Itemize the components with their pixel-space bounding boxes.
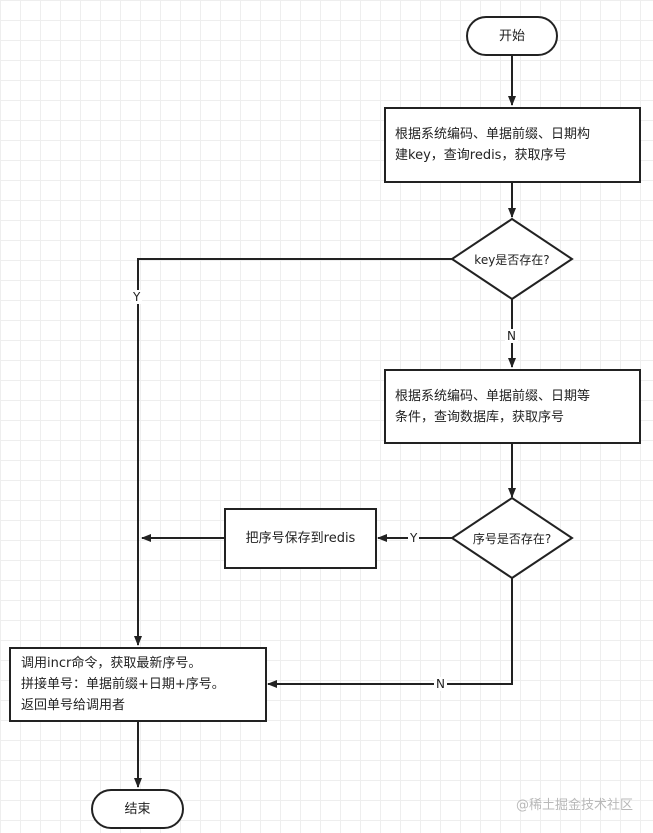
key-exists-label: key是否存在? [474,253,550,267]
edge-label-seq-no: N [434,677,447,691]
query-db-process: 根据系统编码、单据前缀、日期等 条件，查询数据库，获取序号 [384,369,641,444]
incr-line-1: 调用incr命令，获取最新序号。 [21,656,202,671]
watermark-text: @稀土掘金技术社区 [515,798,633,813]
edge-label-key-no: N [505,329,518,343]
edge-label-seq-yes: Y [408,531,420,545]
end-node: 结束 [91,789,184,829]
incr-process: 调用incr命令，获取最新序号。 拼接单号：单据前缀+日期+序号。 返回单号给调… [9,647,267,722]
build-key-line-2: 建key，查询redis，获取序号 [395,148,567,163]
incr-line-2: 拼接单号：单据前缀+日期+序号。 [21,677,225,692]
seq-exists-label: 序号是否存在? [472,532,552,546]
edge-key-exists-yes [134,258,452,646]
save-redis-process: 把序号保存到redis [224,508,377,569]
build-key-line-1: 根据系统编码、单据前缀、日期构 [395,127,591,142]
query-db-line-2: 条件，查询数据库，获取序号 [395,409,565,425]
decision-diamond-key-exists [450,217,574,301]
decision-diamond-seq-exists [450,496,574,580]
edge-seq-exists-no [267,578,513,688]
query-db-line-1: 根据系统编码、单据前缀、日期等 [395,388,591,404]
build-key-process: 根据系统编码、单据前缀、日期构 建key，查询redis，获取序号 [384,107,641,183]
start-label: 开始 [498,28,525,44]
incr-line-3: 返回单号给调用者 [21,698,126,713]
start-node: 开始 [466,16,558,56]
end-label: 结束 [124,801,151,817]
save-redis-label: 把序号保存到redis [245,531,356,546]
edge-label-key-yes: Y [131,290,143,304]
